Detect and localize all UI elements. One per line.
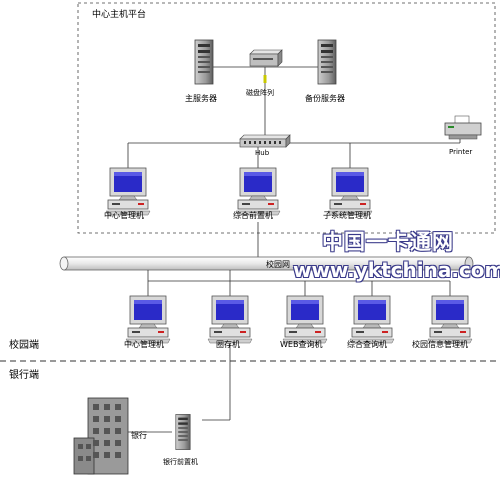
workstation-label: 圈存机: [216, 340, 240, 349]
campus-zone-label: 校园端: [9, 340, 39, 351]
backup-server-icon: [317, 39, 337, 85]
campus-network-pipe: [59, 256, 474, 271]
printer-label: Printer: [449, 148, 473, 156]
workstation-icon: [327, 167, 373, 216]
main-server-label: 主服务器: [185, 94, 217, 103]
workstation-label: 校园信息管理机: [412, 340, 468, 349]
platform-title: 中心主机平台: [92, 10, 147, 20]
bank-front-server-icon: [175, 413, 191, 451]
workstation-label: 综合查询机: [347, 340, 387, 349]
workstation-label: 中心管理机: [104, 211, 144, 220]
backup-server-label: 备份服务器: [305, 94, 345, 103]
workstation-icon: [427, 295, 473, 344]
watermark-title: 中国一卡通网: [322, 230, 454, 254]
bank-building-icon: [73, 397, 129, 475]
workstation-label: 子系统管理机: [323, 211, 371, 220]
workstation-icon: [105, 167, 151, 216]
bank-label: 银行: [131, 431, 147, 440]
disk-array-label: 磁盘阵列: [246, 89, 274, 97]
workstation-icon: [349, 295, 395, 344]
printer-icon: [444, 115, 482, 140]
workstation-icon: [235, 167, 281, 216]
workstation-label: WEB查询机: [280, 340, 323, 349]
watermark-url: www.yktchina.com: [293, 258, 500, 282]
workstation-label: 综合前置机: [233, 211, 273, 220]
main-server-icon: [194, 39, 214, 85]
workstation-icon: [282, 295, 328, 344]
workstation-icon: [207, 295, 253, 344]
disk-array-icon: [249, 49, 283, 67]
hub-icon: [239, 134, 291, 148]
hub-label: Hub: [255, 149, 270, 157]
bank-front-label: 银行前置机: [163, 458, 198, 466]
bank-zone-label: 银行端: [9, 370, 39, 381]
workstation-label: 中心管理机: [124, 340, 164, 349]
campus-network-label: 校园网: [266, 260, 290, 269]
workstation-icon: [125, 295, 171, 344]
platform-boundary: [77, 2, 496, 234]
